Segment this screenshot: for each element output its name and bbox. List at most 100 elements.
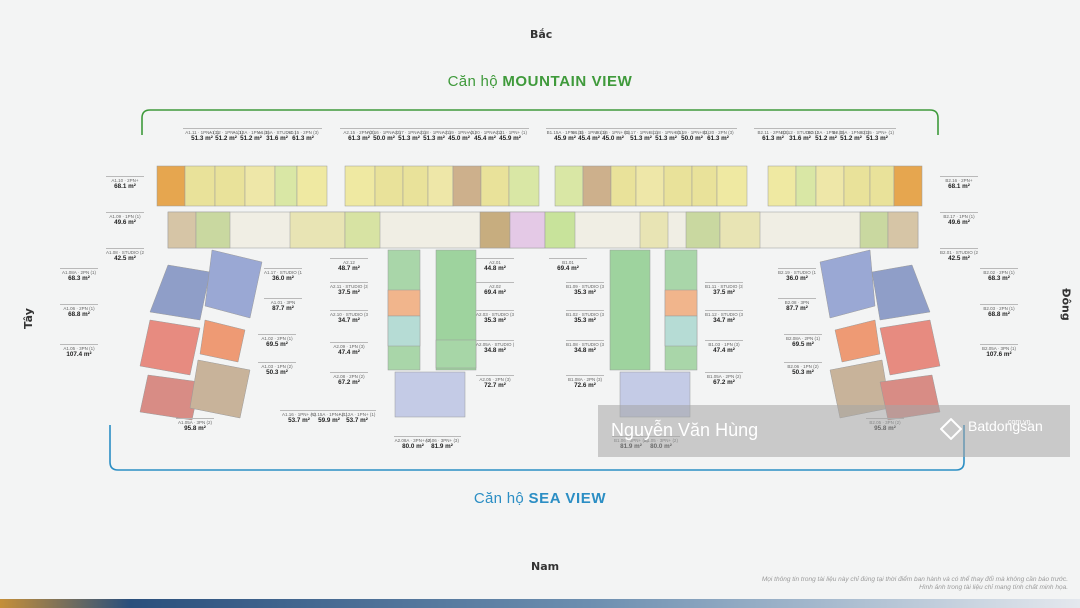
unit-code-type: A2.09 · 1PN (3): [330, 342, 368, 349]
unit-area: 61.3 m²: [762, 135, 784, 142]
unit-area: 34.8 m²: [574, 347, 596, 354]
central-corridor: [167, 211, 919, 249]
unit-code-type: A1.15 · 2PN (3): [284, 128, 322, 135]
unit-area: 68.8 m²: [68, 311, 90, 318]
compass-north: Bắc: [530, 28, 553, 41]
unit-code-type: B2.15A · 1PN+ (1): [832, 128, 870, 135]
unit-code-type: B1.15 · 1PN+ (1): [570, 128, 608, 135]
unit-tag: A2.15 · 2PN (3)61.3 m²: [340, 128, 378, 142]
north-wing-a1: [156, 165, 328, 207]
unit-area: 35.3 m²: [484, 317, 506, 324]
unit-area: 37.5 m²: [713, 289, 735, 296]
unit-tag: B2.12 · STUDIO (1)31.6 m²: [781, 128, 819, 142]
unit-code-type: B1.11 · STUDIO (3): [705, 282, 743, 289]
unit-area: 69.4 m²: [484, 289, 506, 296]
unit-area: 50.3 m²: [792, 369, 814, 376]
unit-tag: B2.03 · 2PN (1)68.8 m²: [980, 304, 1018, 318]
unit-code-type: B1.05A · 2PN (2): [705, 372, 743, 379]
unit-tag: B1.05A · 2PN (2)67.2 m²: [705, 372, 743, 386]
unit-code-type: A2.02: [476, 282, 514, 289]
unit-tag: A2.06 · 3PN+ (3)81.9 m²: [423, 436, 461, 450]
unit-area: 80.0 m²: [402, 443, 424, 450]
unit-tag: A2.18 · 1PN+ (1)51.3 m²: [415, 128, 453, 142]
unit-area: 51.3 m²: [398, 135, 420, 142]
unit-code-type: A2.20 · 1PN+ (1): [466, 128, 504, 135]
unit-tag: A2.20 · 1PN+ (1)45.4 m²: [466, 128, 504, 142]
unit-tag: B2.16 · 2PN+68.1 m²: [940, 176, 978, 190]
unit-code-type: A2.17 · 1PN+ (1): [390, 128, 428, 135]
unit-tag: A1.10 · 2PN+68.1 m²: [106, 176, 144, 190]
unit-code-type: A2.18 · 1PN+ (1): [415, 128, 453, 135]
unit-area: 68.3 m²: [988, 275, 1010, 282]
unit-area: 61.3 m²: [292, 135, 314, 142]
unit-code-type: B1.03 · 1PN (3): [705, 340, 743, 347]
unit-code-type: A1.17 · STUDIO (1): [264, 268, 302, 275]
unit-area: 61.3 m²: [348, 135, 370, 142]
unit-code-type: B1.09 · STUDIO (3): [566, 282, 604, 289]
unit-tag: A2.09 · 1PN (3)47.4 m²: [330, 342, 368, 356]
unit-area: 51.3 m²: [655, 135, 677, 142]
unit-code-type: B2.12 · STUDIO (1): [781, 128, 819, 135]
unit-area: 68.3 m²: [68, 275, 90, 282]
unit-tag: B1.09 · STUDIO (3)35.3 m²: [566, 282, 604, 296]
unit-area: 72.6 m²: [574, 382, 596, 389]
unit-code-type: B2.15 · 1PN+ (1): [858, 128, 896, 135]
unit-code-type: A1.15A · STUDIO (1): [258, 128, 296, 135]
unit-area: 67.2 m²: [713, 379, 735, 386]
unit-tag: A2.05A · STUDIO (3)34.8 m²: [476, 340, 514, 354]
unit-code-type: B2.08A · 2PN (1): [784, 334, 822, 341]
north-wing-a2: [344, 165, 540, 207]
unit-tag: B1.02 · STUDIO (3)35.3 m²: [566, 310, 604, 324]
unit-code-type: A2.05A · STUDIO (3): [476, 340, 514, 347]
unit-area: 69.5 m²: [792, 341, 814, 348]
unit-tag: A2.08 · 2PN (2)67.2 m²: [330, 372, 368, 386]
unit-tag: B2.05A · 3PN (1)107.6 m²: [980, 344, 1018, 358]
unit-area: 51.2 m²: [240, 135, 262, 142]
unit-tag: A2.19 · 1PN+ (1)45.0 m²: [440, 128, 478, 142]
unit-area: 37.5 m²: [338, 289, 360, 296]
unit-area: 53.7 m²: [346, 417, 368, 424]
unit-code-type: B1.20 · 2PN (3): [699, 128, 737, 135]
unit-area: 51.3 m²: [630, 135, 652, 142]
unit-code-type: B2.01 · STUDIO (2): [940, 248, 978, 255]
unit-code-type: B1.12 · STUDIO (3): [705, 310, 743, 317]
unit-tag: B1.08A · 2PN (3)72.6 m²: [566, 375, 604, 389]
unit-code-type: A2.05 · 2PN (3): [476, 375, 514, 382]
unit-area: 69.5 m²: [266, 341, 288, 348]
unit-area: 87.7 m²: [786, 305, 808, 312]
unit-code-type: A1.05 · 3PN (1): [60, 344, 98, 351]
east-wing: [819, 249, 941, 421]
unit-code-type: B2.16 · 2PN+: [940, 176, 978, 183]
unit-area: 49.6 m²: [114, 219, 136, 226]
unit-area: 68.8 m²: [988, 311, 1010, 318]
unit-code-type: B1.08 · STUDIO (3): [566, 340, 604, 347]
unit-tag: B1.17 · 1PN+ (1)51.3 m²: [622, 128, 660, 142]
unit-tag: A1.11 · 1PN+ (1)51.3 m²: [183, 128, 221, 142]
unit-tag: A2.08A · 3PN+ (2)80.0 m²: [394, 436, 432, 450]
unit-tag: B2.01 · STUDIO (2)42.5 m²: [940, 248, 978, 262]
unit-area: 95.8 m²: [184, 425, 206, 432]
mountain-view-title: Căn hộ MOUNTAIN VIEW: [0, 73, 1080, 90]
unit-area: 34.7 m²: [713, 317, 735, 324]
unit-area: 44.8 m²: [484, 265, 506, 272]
mountain-view-prefix: Căn hộ: [447, 73, 498, 90]
unit-code-type: B2.06 · 1PN (2): [784, 362, 822, 369]
watermark-author: Nguyễn Văn Hùng: [611, 420, 759, 440]
unit-code-type: A1.10 · 2PN+: [106, 176, 144, 183]
compass-south: Nam: [531, 560, 560, 573]
watermark-logo-text: Batdongsan: [968, 418, 1043, 434]
unit-tag: A2.15A · 1PN+ (1)59.9 m²: [310, 410, 348, 424]
unit-tag: A2.11 · STUDIO (3)37.5 m²: [330, 282, 368, 296]
unit-code-type: A1.08A · 2PN (1): [60, 268, 98, 275]
sea-view-bracket: [109, 425, 965, 471]
unit-code-type: B2.08 · 3PN: [778, 298, 816, 305]
unit-code-type: B2.03 · 2PN (1): [980, 304, 1018, 311]
unit-area: 50.0 m²: [681, 135, 703, 142]
unit-tag: B1.15 · 1PN+ (1)45.4 m²: [570, 128, 608, 142]
unit-tag: A1.06 · 2PN (1)68.8 m²: [60, 304, 98, 318]
unit-code-type: A2.21 · 1PN+ (1): [491, 128, 529, 135]
unit-tag: A2.16 · 1PN+ (2)50.0 m²: [365, 128, 403, 142]
unit-code-type: A1.08 · STUDIO (2): [106, 248, 144, 255]
